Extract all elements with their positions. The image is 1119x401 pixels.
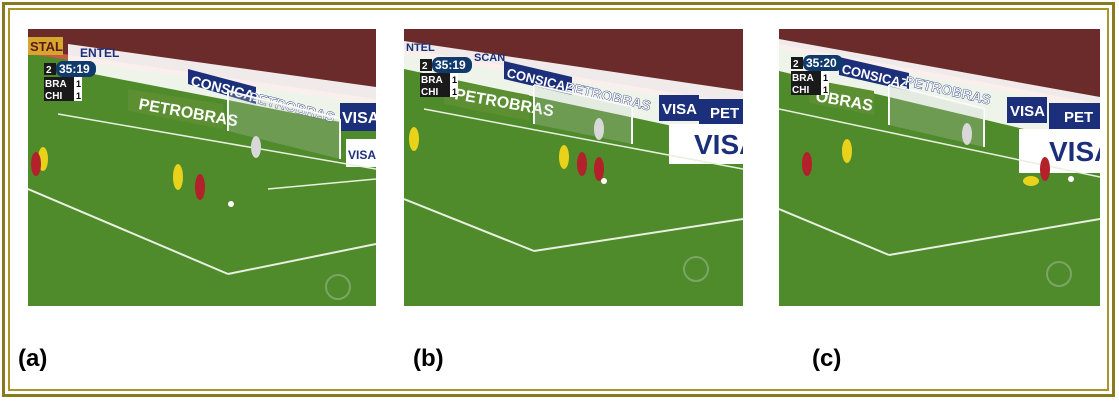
inner-frame: [8, 8, 1109, 391]
score-top: 1: [823, 73, 828, 83]
period-indicator: 2: [46, 65, 52, 76]
board-text: PET: [1064, 109, 1093, 126]
team-top: BRA: [421, 75, 443, 86]
match-clock: 35:20: [806, 56, 837, 70]
period-indicator: 2: [793, 59, 799, 70]
team-top: BRA: [45, 79, 67, 90]
board-text: PET: [710, 105, 739, 122]
team-bottom: CHI: [792, 85, 809, 96]
period-indicator: 2: [422, 61, 428, 72]
team-top: BRA: [792, 73, 814, 84]
board-text: ENTEL: [80, 46, 119, 60]
team-bottom: CHI: [421, 87, 438, 98]
video-frame-a: STAL ENTEL CONSICAZ PETROBRAS PETROBRAS …: [28, 29, 376, 306]
board-text: SCAN: [474, 52, 505, 64]
board-text: STAL: [30, 39, 63, 54]
caption-a: (a): [18, 345, 48, 372]
board-text: VISA: [694, 129, 743, 160]
video-frame-b: NTEL SCAN CONSICAZ PETROBRAS PETROBRAS V…: [404, 29, 743, 306]
outer-frame: [2, 2, 1115, 397]
board-text: VISA: [662, 101, 697, 118]
broadcaster-logo-icon: [325, 274, 351, 300]
board-text: VISA: [1010, 103, 1045, 120]
video-frame-c: CONSICAZ PETROBRAS OBRAS VISA PET VISA 2…: [779, 29, 1100, 306]
board-text: VISA: [1049, 136, 1100, 167]
score-top: 1: [452, 75, 457, 85]
match-clock: 35:19: [59, 62, 90, 76]
match-clock: 35:19: [435, 58, 466, 72]
board-text: VISA: [348, 148, 376, 162]
caption-b: (b): [413, 345, 444, 372]
score-top: 1: [76, 79, 81, 89]
board-text: VISA: [342, 110, 376, 127]
score-bottom: 1: [452, 87, 457, 97]
caption-c: (c): [812, 345, 842, 372]
broadcaster-logo-icon: [1046, 261, 1072, 287]
team-bottom: CHI: [45, 91, 62, 102]
board-text: NTEL: [406, 42, 435, 54]
score-bottom: 1: [76, 91, 81, 101]
score-bottom: 1: [823, 85, 828, 95]
broadcaster-logo-icon: [683, 256, 709, 282]
